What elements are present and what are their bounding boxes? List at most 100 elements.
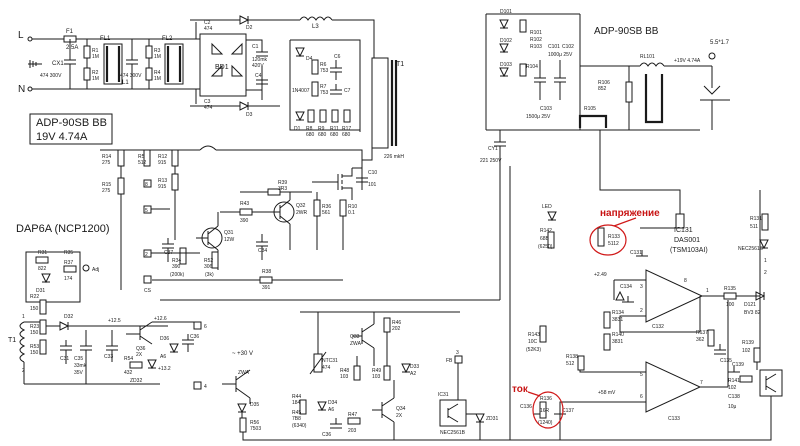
d3-label: D3	[246, 112, 253, 118]
zd31-label: ZD31	[486, 416, 498, 422]
ic31-part: NEC2561B	[440, 430, 466, 436]
bridge-rectifier-bd1	[199, 33, 247, 97]
r5-value: 512	[138, 160, 147, 166]
resistor-r15	[117, 177, 125, 195]
fuse-rating: 2.5A	[66, 45, 78, 51]
r3-label: R3	[154, 48, 161, 54]
q32-value: 2WR	[296, 210, 308, 216]
r43-label: R43	[240, 201, 249, 207]
dc-plug-icon	[708, 52, 716, 60]
optocoupler-ic31	[439, 399, 467, 427]
transistor-zwa	[222, 369, 251, 399]
r47-value: 203	[348, 428, 357, 434]
resistor-r31	[35, 256, 49, 264]
transistor-q34	[372, 397, 395, 423]
adj-label: Adj	[92, 267, 99, 273]
resistor-r5	[143, 149, 151, 167]
opamp1-pin8: 8	[684, 278, 687, 284]
ntc31-label: NTC31	[322, 358, 338, 364]
resistor-r14	[117, 149, 125, 167]
r133-value: 5112	[608, 241, 619, 247]
fl1-label: FL1	[100, 36, 111, 42]
ic31-label: IC31	[438, 392, 449, 398]
d34-label: D34	[328, 400, 337, 406]
r36-value: 561	[322, 210, 331, 216]
r49-value: 103	[372, 374, 381, 380]
r35-label: R35	[64, 250, 73, 256]
resistor-r6	[311, 59, 319, 75]
resistor-r22	[39, 299, 47, 315]
c133-label: C133	[668, 416, 680, 422]
adj-trimmer	[82, 264, 90, 272]
title-box	[29, 113, 113, 145]
secondary-section: D101 D102 D103 R101 R102 R103 C101 C102 …	[480, 9, 730, 166]
r23-label: R23	[30, 324, 39, 330]
c103-label: C103	[540, 106, 552, 112]
cx2-value: 474 300V	[120, 73, 142, 79]
r34-label: R34	[172, 258, 181, 264]
resistor-r47	[347, 417, 361, 425]
r53-value: 150	[30, 350, 39, 356]
neutral-label: N	[18, 84, 25, 95]
r101-label: R101	[530, 30, 542, 36]
r136-code: (1240)	[538, 420, 553, 426]
c3-value: 474	[204, 105, 213, 111]
r2-label: R2	[92, 70, 99, 76]
r8-label: R8	[306, 126, 313, 132]
current-annotation: ток	[512, 384, 564, 429]
cs-label: CS	[144, 288, 152, 294]
r39-value: 3R3	[278, 186, 287, 192]
r12-label: R12	[158, 154, 167, 160]
r12-value: 915	[158, 160, 167, 166]
transformer-t1	[371, 57, 389, 149]
r15-value: 275	[102, 188, 111, 194]
c135-label: C135	[720, 358, 732, 364]
r54-label: R54	[124, 356, 133, 362]
resistor-r39	[267, 188, 281, 196]
r36-label: R36	[322, 204, 331, 210]
d121-value: BV3 82	[744, 310, 761, 316]
resistor-r136	[539, 401, 547, 419]
r17-value: 680	[342, 132, 351, 138]
r143-value: 10C	[528, 339, 538, 345]
resistor-r43	[239, 208, 253, 216]
resistor-r53	[39, 339, 47, 355]
c138-label: C138	[728, 394, 740, 400]
c35-value: 33mk	[74, 363, 87, 369]
resistor-r37	[63, 265, 77, 273]
q31-value: 12W	[224, 237, 235, 243]
led-label: LED	[542, 204, 552, 210]
shunt-regulator	[759, 369, 783, 397]
v30-label: ~ +30 V	[232, 351, 253, 357]
d1-label: D1	[294, 126, 301, 132]
t1-label: T1	[396, 61, 404, 68]
r31-label: R31	[38, 250, 47, 256]
r22-value: 150	[30, 306, 39, 312]
inductor-l3	[299, 16, 333, 21]
ntc31-value: 474	[322, 365, 331, 371]
controller-title: DAP6A (NCP1200)	[16, 223, 110, 235]
ac-input-section: L N F1 2.5A CX1 474 300V R1 1M R2 1M FL1…	[18, 15, 300, 118]
cx1-label: CX1	[52, 61, 64, 67]
resistor-r13	[171, 173, 179, 191]
r142-label: R142	[540, 228, 552, 234]
resistor-r106	[625, 81, 633, 103]
resistor-r141	[739, 375, 753, 383]
r52-label: R52	[204, 258, 213, 264]
resistor-r38	[259, 276, 273, 284]
r23-value: 150	[30, 330, 39, 336]
resistor-r49	[383, 365, 391, 381]
c10-label: C10	[368, 170, 377, 176]
r5-label: R5	[138, 154, 145, 160]
r44-label: R44	[292, 394, 301, 400]
opamp-2	[645, 361, 702, 413]
r13-value: 915	[158, 184, 167, 190]
inductor-rl101	[639, 62, 665, 67]
r3-value: 1M	[154, 54, 161, 60]
r49-label: R49	[372, 368, 381, 374]
pin-6-terminal	[193, 321, 202, 330]
r34-code: (200k)	[170, 272, 185, 278]
r38-value: 391	[262, 285, 271, 291]
r135-label: R135	[724, 286, 736, 292]
r141-value: 102	[728, 385, 737, 391]
